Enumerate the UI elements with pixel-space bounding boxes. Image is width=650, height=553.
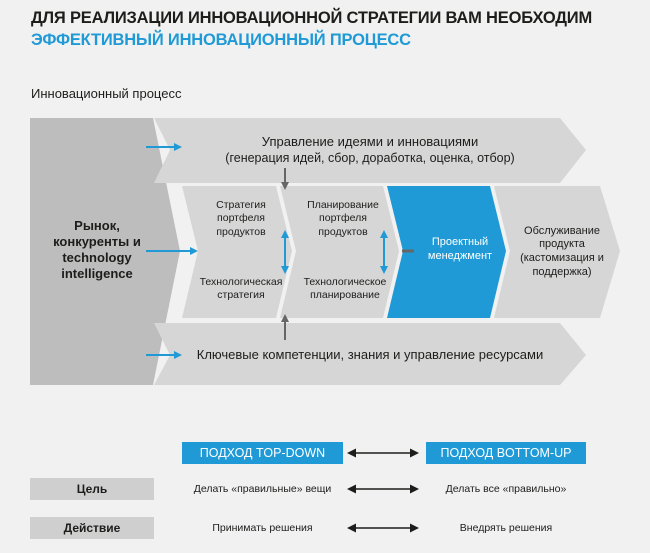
portfolio-planning-label: Планирование портфеля продуктов (307, 199, 379, 238)
ideas-title: Управление идеями и инновациями (261, 133, 479, 149)
action-bottom-up-text: Внедрять решения (459, 522, 553, 534)
market-label: Рынок, конкуренты и technology intellige… (53, 217, 141, 282)
competencies-label: Ключевые компетенции, знания и управлени… (196, 346, 544, 362)
ideas-chevron (154, 118, 586, 183)
competencies-chevron (154, 323, 586, 385)
bottom-up-pill: ПОДХОД BOTTOM-UP (426, 442, 586, 464)
goal-top-down-text: Делать «правильные» вещи (193, 483, 332, 495)
product-service-chevron (494, 186, 620, 318)
ideas-subtitle: (генерация идей, сбор, доработка, оценка… (225, 151, 515, 166)
project-management-chevron (387, 186, 506, 318)
project-management-label: Проектный менеджмент (427, 236, 493, 262)
portfolio-strategy-label: Стратегия портфеля продуктов (216, 199, 266, 238)
diagram-subtitle: Инновационный процесс (31, 86, 182, 101)
tech-strategy-label: Технологическая стратегия (199, 275, 283, 301)
product-service-label: Обслуживание продукта (кастомизация и по… (520, 224, 604, 278)
goal-row-label: Цель (30, 478, 154, 500)
title-line-1: ДЛЯ РЕАЛИЗАЦИИ ИННОВАЦИОННОЙ СТРАТЕГИИ В… (31, 9, 593, 27)
portfolio-strategy-chevron (182, 186, 292, 318)
portfolio-planning-chevron (280, 186, 399, 318)
title-line-2: ЭФФЕКТИВНЫЙ ИННОВАЦИОННЫЙ ПРОЦЕСС (31, 31, 411, 49)
goal-bottom-up-text: Делать все «правильно» (445, 483, 567, 495)
top-down-pill: ПОДХОД TOP-DOWN (182, 442, 343, 464)
action-top-down-text: Принимать решения (212, 522, 313, 534)
market-chevron (30, 118, 180, 385)
action-row-label: Действие (30, 517, 154, 539)
tech-planning-label: Технологическое планирование (303, 275, 387, 301)
